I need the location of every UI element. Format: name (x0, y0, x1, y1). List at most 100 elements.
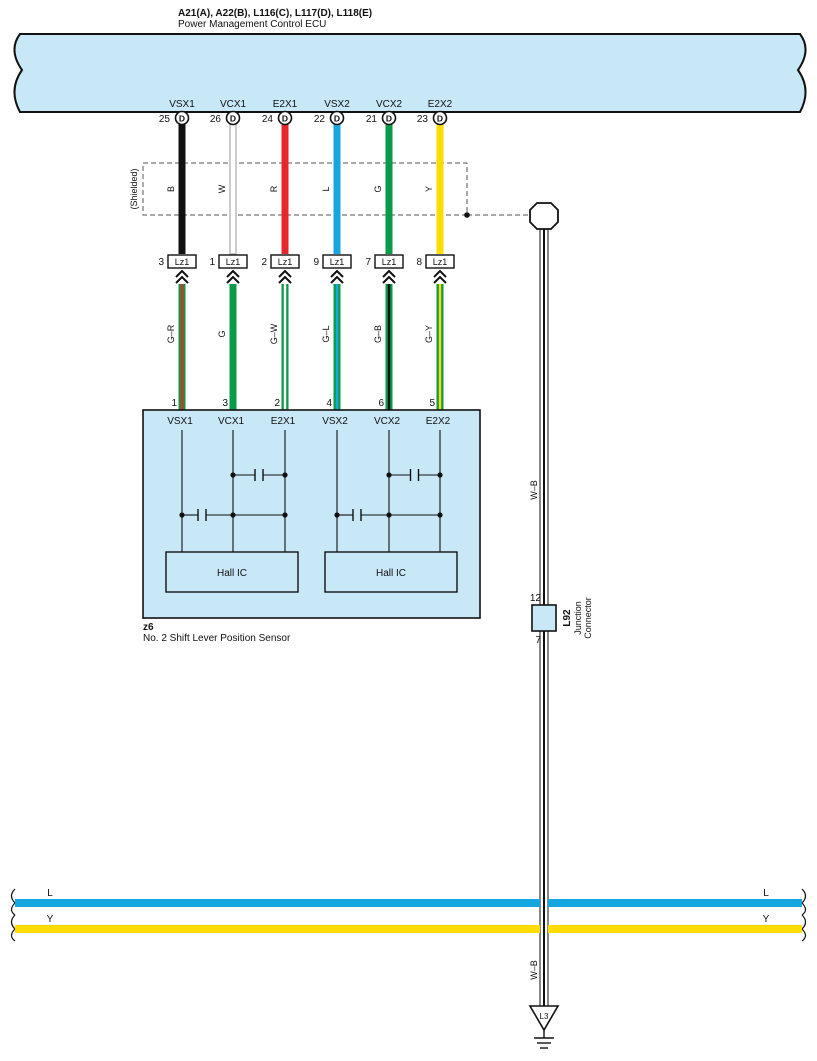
lz1-connector-label: Lz1 (175, 257, 190, 267)
wire-upper (385, 124, 393, 254)
harness-wire-stripe (335, 284, 339, 410)
connector-chevron (226, 275, 240, 284)
lz1-connector (167, 254, 197, 269)
shield-terminal (529, 202, 559, 230)
hall-ic-label: Hall IC (376, 568, 406, 579)
ecu-block (13, 33, 807, 113)
connector-chevron (278, 275, 292, 284)
wire-color-label: L (321, 186, 331, 191)
ecu-pin-number: 23 (417, 114, 429, 125)
junction-dot (230, 472, 236, 478)
harness-wire-stripe (387, 284, 391, 410)
ecu-title: A21(A), A22(B), L116(C), L117(D), L118(E… (178, 8, 372, 30)
ecu-pin-connector: D (334, 114, 340, 124)
connector-chevron (330, 275, 344, 284)
shield-label: (Shielded) (129, 168, 139, 209)
bus-break-left (10, 914, 16, 942)
harness-wire (229, 284, 237, 410)
sensor-id: z6 (143, 622, 154, 633)
ecu-connector-ids: A21(A), A22(B), L116(C), L117(D), L118(E… (178, 8, 373, 19)
ecu-name: Power Management Control ECU (178, 19, 327, 30)
ecu-terminal-label: E2X1 (273, 99, 298, 110)
ecu-pin-circle (174, 110, 190, 126)
lz1-connector-label: Lz1 (382, 257, 397, 267)
junction-dot (282, 472, 288, 478)
lz1-connector (322, 254, 352, 269)
sensor-pin-number: 2 (274, 398, 280, 409)
ground-point (528, 1005, 560, 1032)
junction-dot (437, 512, 443, 518)
ecu-pin-connector: D (230, 114, 236, 124)
bus-line-label: Y (47, 914, 54, 925)
ecu-pin-connector: D (282, 114, 288, 124)
hall-ic (165, 551, 299, 593)
sensor-terminal-label: VCX2 (374, 416, 401, 427)
connector-chevron (226, 269, 240, 278)
bus-line (15, 925, 540, 933)
lz1-connector-label: Lz1 (330, 257, 345, 267)
harness-wire-label: G–Y (424, 325, 434, 343)
ecu-terminal-label: VSX2 (324, 99, 350, 110)
ecu-terminal-label: E2X2 (428, 99, 453, 110)
ground-point-label: L3 (540, 1012, 549, 1021)
harness-wire-stripe (180, 284, 184, 410)
harness-wire-stripe (283, 284, 287, 410)
junction-dot (282, 512, 288, 518)
wire-upper (333, 124, 341, 254)
wire-color-label: B (166, 186, 176, 192)
sensor-pin-number: 5 (429, 398, 435, 409)
wire-upper (178, 124, 186, 254)
junction-connector (531, 604, 557, 632)
ecu-pin-connector: D (437, 114, 443, 124)
ecu-pin-number: 25 (159, 114, 171, 125)
lz1-pin-number: 8 (416, 257, 422, 268)
wire-color-label: W (217, 184, 227, 193)
junction-desc: Connector (583, 597, 593, 639)
ecu-pin-circle (329, 110, 345, 126)
lz1-connector (374, 254, 404, 269)
lz1-pin-number: 3 (158, 257, 164, 268)
bus-line-label: L (47, 888, 53, 899)
ecu-pin-number: 22 (314, 114, 326, 125)
harness-wire-label: G–B (373, 325, 383, 343)
ecu-pin-connector: D (179, 114, 185, 124)
sensor-pin-number: 1 (171, 398, 177, 409)
junction-pin-in: 12 (530, 593, 542, 604)
lz1-pin-number: 7 (365, 257, 371, 268)
ecu-pin-connector: D (386, 114, 392, 124)
lz1-connector (425, 254, 455, 269)
sensor-terminal-label: VSX2 (322, 416, 348, 427)
harness-wire-label: G–W (269, 323, 279, 344)
ground-wire-label: W–B (529, 960, 539, 980)
hall-ic-label: Hall IC (217, 568, 247, 579)
bus-line-label: Y (763, 914, 770, 925)
connector-chevron (433, 269, 447, 278)
sensor-pin-number: 6 (378, 398, 384, 409)
wire-upper (436, 124, 444, 254)
ecu-pin-circle (381, 110, 397, 126)
junction-dot (386, 472, 392, 478)
lz1-connector-label: Lz1 (433, 257, 448, 267)
connector-chevron (382, 275, 396, 284)
wire-color-label: G (373, 185, 383, 192)
wire-upper (229, 123, 237, 255)
ecu-terminal-label: VSX1 (169, 99, 195, 110)
ecu-pin-number: 24 (262, 114, 274, 125)
junction-pin-out: 7 (535, 635, 541, 646)
junction-dot (386, 512, 392, 518)
bus-line-label: L (763, 888, 769, 899)
bus-break-right (801, 914, 807, 942)
bus-break-right (801, 888, 807, 916)
wire-color-label: R (269, 185, 279, 192)
connector-chevron (330, 269, 344, 278)
sensor-name: No. 2 Shift Lever Position Sensor (143, 633, 291, 644)
lz1-connector-label: Lz1 (226, 257, 241, 267)
sensor-terminal-label: VSX1 (167, 416, 193, 427)
harness-wire-label: G–R (166, 324, 176, 343)
bus-break-left (10, 888, 16, 916)
junction-id: L92 (562, 609, 573, 627)
wire-color-label: Y (424, 186, 434, 192)
lz1-connector (270, 254, 300, 269)
lz1-pin-number: 9 (313, 257, 319, 268)
